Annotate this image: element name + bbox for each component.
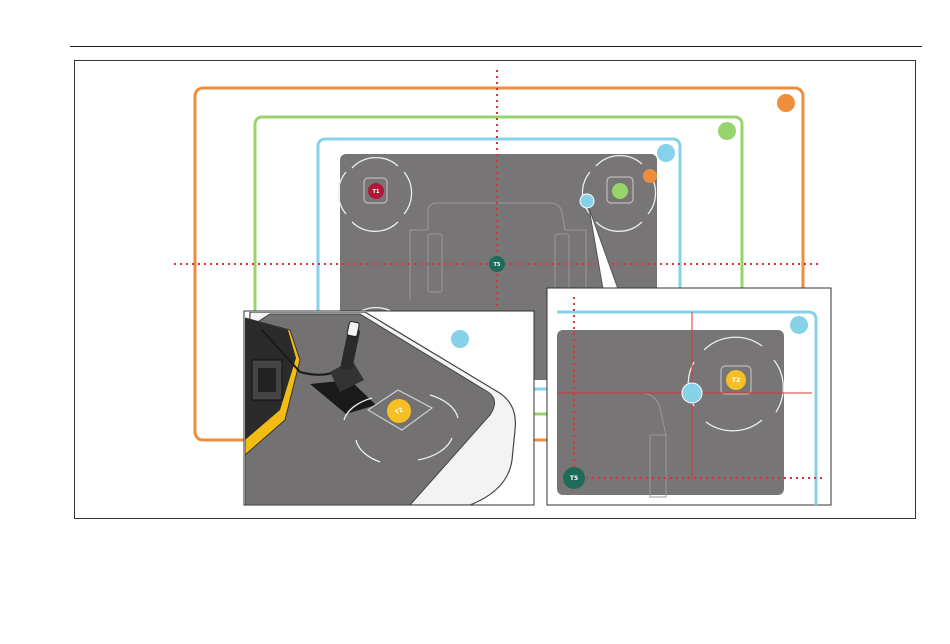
alignment-zoom-inset: T2 T5 xyxy=(547,288,831,505)
cyan-position-dot xyxy=(580,194,594,208)
cyan-corner-dot xyxy=(657,144,675,162)
left-inset-cyan-dot xyxy=(451,330,469,348)
green-corner-dot xyxy=(718,122,736,140)
t2-position-green-dot xyxy=(612,183,628,199)
t1-label: T1 xyxy=(373,189,380,195)
t2-label-zoom: T2 xyxy=(732,377,740,384)
orange-position-dot xyxy=(643,169,657,183)
alignment-cyan-dot xyxy=(682,383,702,403)
right-inset-cyan-corner-dot xyxy=(790,316,808,334)
probe-detail-inset: T2 xyxy=(244,311,534,505)
orange-corner-dot xyxy=(777,94,795,112)
t5-label-zoom: T5 xyxy=(570,475,578,482)
t5-label: T5 xyxy=(494,262,501,268)
